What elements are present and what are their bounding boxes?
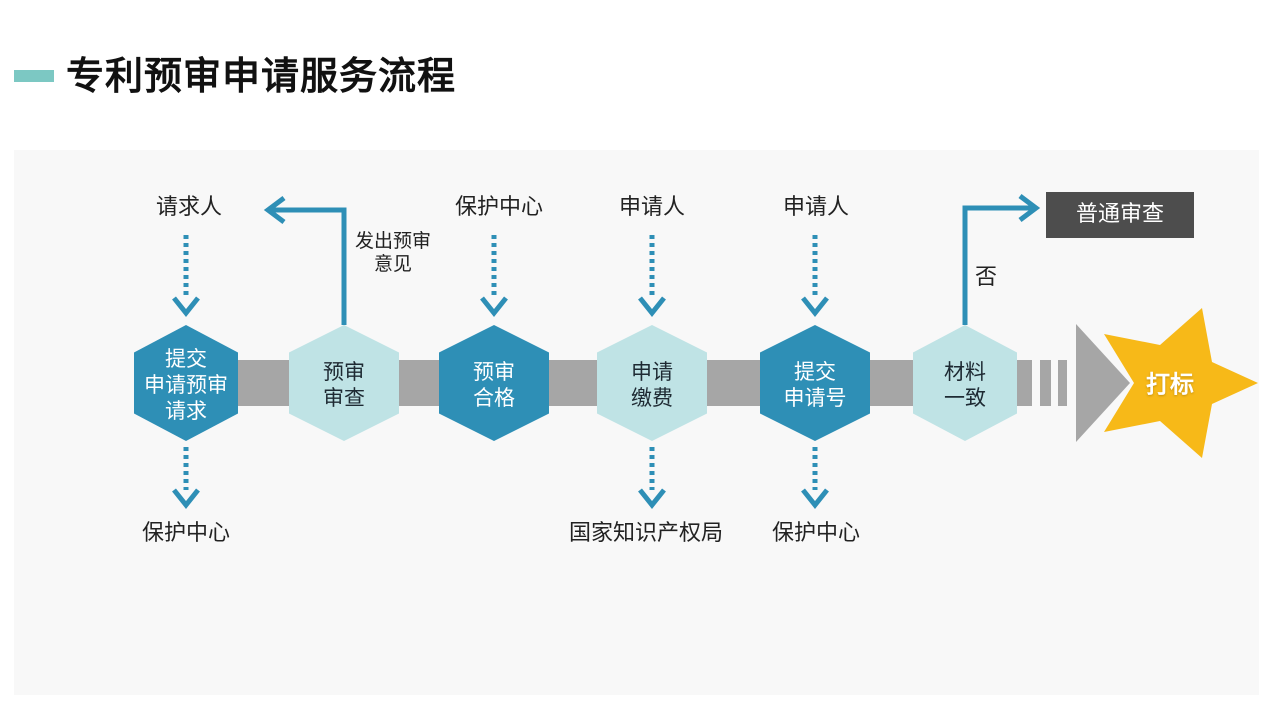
step-3-line-1: 预审 bbox=[473, 360, 515, 384]
step-6-line-1: 材料 bbox=[944, 360, 986, 384]
feedback-label-line-2: 意见 bbox=[373, 253, 413, 275]
step-5-text: 提交 申请号 bbox=[755, 359, 875, 411]
step-5-line-1: 提交 bbox=[794, 360, 836, 384]
step-hexagon-6 bbox=[913, 325, 1017, 441]
page-title: 专利预审申请服务流程 bbox=[66, 54, 457, 98]
step-4-top-label: 申请人 bbox=[618, 195, 686, 220]
input-arrow-4 bbox=[638, 235, 666, 318]
step-6-text: 材料 一致 bbox=[905, 359, 1025, 411]
step-hexagon-2 bbox=[289, 325, 399, 441]
step-3-text: 预审 合格 bbox=[434, 359, 554, 411]
step-hexagon-4 bbox=[597, 325, 707, 441]
feedback-arrow bbox=[263, 196, 347, 325]
flow-bar-dash-2 bbox=[1040, 360, 1051, 406]
step-1-line-1: 提交 bbox=[165, 347, 207, 371]
goal-label: 打标 bbox=[1146, 370, 1194, 399]
step-hexagon-1 bbox=[134, 325, 238, 441]
feedback-label: 发出预审 意见 bbox=[355, 230, 431, 276]
step-3-top-label: 保护中心 bbox=[454, 195, 544, 220]
step-4-line-2: 缴费 bbox=[631, 386, 673, 410]
input-arrow-5 bbox=[801, 235, 829, 318]
flow-bar-dash-3 bbox=[1058, 360, 1067, 406]
step-4-line-1: 申请 bbox=[631, 360, 673, 384]
output-arrow-5 bbox=[801, 447, 829, 510]
step-1-line-2: 申请预审 bbox=[144, 373, 228, 397]
step-4-bottom-label: 国家知识产权局 bbox=[568, 521, 724, 546]
ordinary-exam-box: 普通审查 bbox=[1046, 192, 1194, 238]
output-arrow-1 bbox=[172, 447, 200, 510]
flow-bar-dash-1 bbox=[1018, 360, 1032, 406]
step-5-line-2: 申请号 bbox=[783, 386, 847, 410]
flow-arrow-head bbox=[1076, 324, 1130, 442]
step-4-text: 申请 缴费 bbox=[592, 359, 712, 411]
step-1-bottom-label: 保护中心 bbox=[141, 521, 231, 546]
feedback-label-line-1: 发出预审 bbox=[354, 230, 432, 252]
step-5-bottom-label: 保护中心 bbox=[771, 521, 861, 546]
step-1-line-3: 请求 bbox=[165, 399, 207, 423]
branch-arrow bbox=[962, 194, 1041, 325]
step-5-top-label: 申请人 bbox=[782, 195, 850, 220]
input-arrow-3 bbox=[480, 235, 508, 318]
goal-star bbox=[1104, 308, 1258, 458]
step-hexagon-5 bbox=[760, 325, 870, 441]
input-arrow-1 bbox=[172, 235, 200, 318]
step-2-line-1: 预审 bbox=[323, 360, 365, 384]
step-1-top-label: 请求人 bbox=[155, 195, 223, 220]
step-2-line-2: 审查 bbox=[323, 386, 365, 410]
title-accent-bar bbox=[14, 70, 54, 82]
step-1-text: 提交 申请预审 请求 bbox=[126, 346, 246, 424]
output-arrow-4 bbox=[638, 447, 666, 510]
step-6-line-2: 一致 bbox=[944, 386, 986, 410]
step-2-text: 预审 审查 bbox=[284, 359, 404, 411]
branch-label: 否 bbox=[974, 265, 998, 290]
step-3-line-2: 合格 bbox=[473, 386, 515, 410]
step-hexagon-3 bbox=[439, 325, 549, 441]
